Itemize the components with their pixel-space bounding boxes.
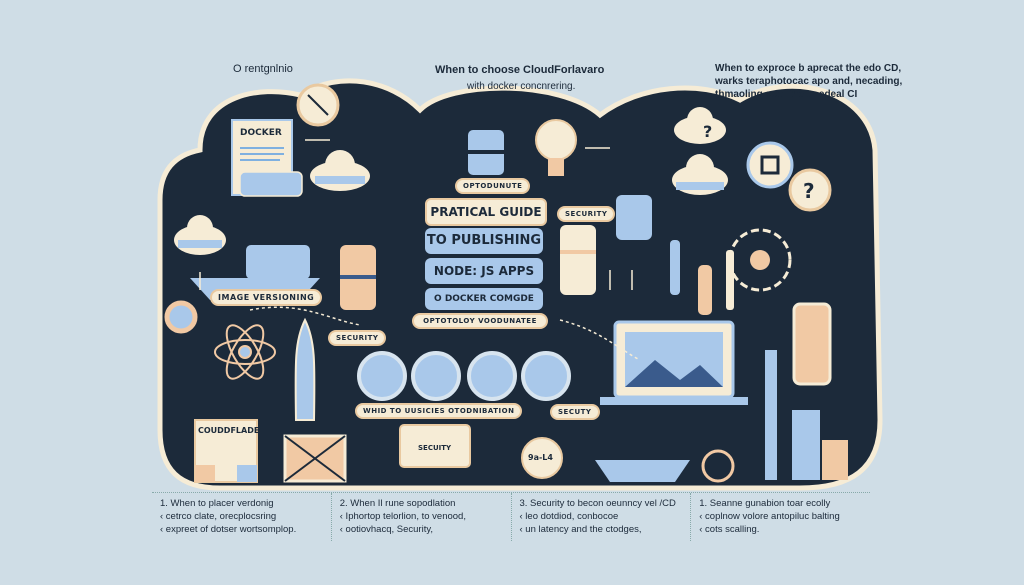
stack-icon (239, 171, 303, 197)
security-label-right: SECUTY (550, 404, 600, 420)
gear-icon (357, 351, 407, 401)
header-right-line: When to exproce b aprecat the edo CD, (715, 63, 902, 74)
summary-line: ‹ Iphortop telorlion, to venood, (339, 511, 466, 522)
atom-icon (214, 324, 276, 380)
summary-line: ‹ un latency and the ctodges, (519, 524, 642, 535)
gear-icon (467, 351, 517, 401)
title-line-3: NODE: JS APPS (425, 258, 543, 284)
database-icon (560, 225, 596, 295)
header-center-subtitle: with docker concnrering. (467, 81, 576, 92)
arrows (199, 139, 641, 361)
summary-line: ‹ cetrco clate, orecplocsring (160, 511, 277, 522)
database-icon (340, 245, 376, 310)
crate-icon (283, 434, 347, 483)
security-label-top: SECURITY (557, 206, 616, 222)
header-left-label: O rentgnlnio (233, 63, 293, 75)
cloudflare-label: COUDDFLADE (198, 426, 260, 435)
tube-icon (698, 265, 712, 315)
wheel-icon (701, 449, 735, 483)
summary-line: 1. When to placer verdonig (160, 498, 274, 509)
gear-icon (411, 351, 461, 401)
database-icon (468, 130, 504, 175)
summary-line: ‹ cots scalling. (699, 524, 760, 535)
gear-icon (521, 351, 571, 401)
phone-icon (792, 302, 832, 386)
cloud-icon (672, 154, 728, 195)
summary-line: 1. Seanne gunabion toar ecolly (699, 498, 831, 509)
bottom-summary: 1. When to placer verdonig ‹ cetrco clat… (152, 492, 870, 541)
header-right-text: When to exproce b aprecat the edo CD, wa… (715, 62, 902, 101)
security-board (399, 424, 471, 468)
header-right-line: warks teraphotocac apo and, necading, (715, 76, 903, 87)
buildings-icon (765, 350, 848, 480)
question-icon: ? (788, 168, 832, 212)
lightbulb-icon (535, 119, 577, 176)
orchestration-band: OPTOTOLOY VOODUNATEE (412, 313, 548, 329)
summary-line: ‹ expreet of dotser wortsomplop. (160, 524, 297, 535)
cloud-icon (310, 150, 370, 191)
summary-line: 2. When Il rune sopodlation (339, 498, 456, 509)
badge-label: 9a-L4 (528, 453, 553, 462)
question-icon: ? (703, 122, 712, 141)
docker-label: DOCKER (240, 128, 282, 138)
header-center-title: When to choose CloudForlavaro (435, 64, 605, 76)
when-orchestration-label: WHID TO UUSICIES OTODNIBATION (355, 403, 523, 419)
target-icon (164, 300, 198, 334)
header-right-line: thmaoling coct the to edeal CI (715, 89, 858, 100)
security-box-label: SECUITY (418, 444, 452, 452)
database-icon (616, 195, 652, 240)
database-icon (246, 245, 310, 279)
optodunute-label: OPTODUNUTE (455, 178, 531, 194)
monitor-icon (600, 320, 748, 405)
svg-text:?: ? (703, 122, 712, 141)
ship-icon (595, 460, 690, 482)
summary-line: ‹ leo dotdiod, conbocoe (519, 511, 619, 522)
summary-line: ‹ ootiovhacq, Security, (339, 524, 434, 535)
summary-line: ‹ coplnow volore antopiluc balting (699, 511, 840, 522)
title-line-1: PRATICAL GUIDE (425, 198, 547, 226)
tube-icon (726, 250, 734, 310)
svg-text:?: ? (803, 179, 815, 203)
summary-column-1: 1. When to placer verdonig ‹ cetrco clat… (152, 493, 332, 541)
frame-icon (746, 141, 794, 189)
title-line-2: TO PUBLISHING (425, 228, 543, 254)
image-versioning-label: IMAGE VERSIONING (210, 289, 323, 306)
cloud-icon (674, 107, 726, 144)
summary-column-4: 1. Seanne gunabion toar ecolly ‹ coplnow… (691, 493, 870, 541)
rocket-icon (294, 317, 316, 421)
gear-icon (728, 228, 792, 292)
security-label-left: SECURITY (328, 330, 387, 346)
summary-column-2: 2. When Il rune sopodlation ‹ Iphortop t… (332, 493, 512, 541)
cloud-icon (174, 215, 226, 255)
badge-sun-icon (521, 437, 563, 479)
summary-column-3: 3. Security to becon oeunncy vel /CD ‹ l… (512, 493, 692, 541)
summary-line: 3. Security to becon oeunncy vel /CD (519, 498, 676, 509)
tube-icon (670, 240, 680, 295)
title-line-4: O DOCKER COMGDE (425, 288, 543, 310)
